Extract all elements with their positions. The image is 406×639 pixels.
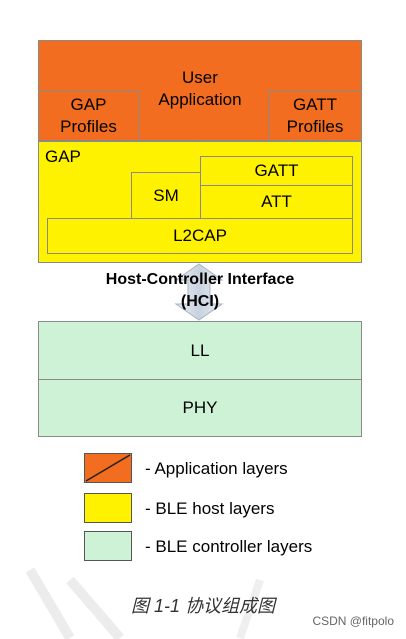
legend-label-application: - Application layers [145,459,288,478]
ll-block: LL [38,321,362,380]
legend-label-host: - BLE host layers [145,499,275,518]
gatt-block: GATT [200,156,353,186]
gap-profiles-block: GAP Profiles [38,90,139,141]
user-application-label: User Application [158,68,242,109]
hci-label: Host-Controller Interface (HCI) [105,271,295,310]
l2cap-block: L2CAP [47,218,353,254]
figure-caption: 图 1-1 协议组成图 [130,596,276,616]
att-block: ATT [200,185,353,219]
legend-swatch-application [84,453,132,483]
sm-block: SM [131,172,201,219]
phy-block: PHY [38,379,362,437]
legend-label-controller: - BLE controller layers [145,537,313,556]
source-credit: CSDN @fitpolo [312,614,394,628]
gap-label: GAP [45,147,81,166]
legend-swatch-host [84,493,132,523]
legend-swatch-controller [84,531,132,561]
hci-arrow-icon [174,263,224,321]
gatt-profiles-block: GATT Profiles [268,90,362,141]
